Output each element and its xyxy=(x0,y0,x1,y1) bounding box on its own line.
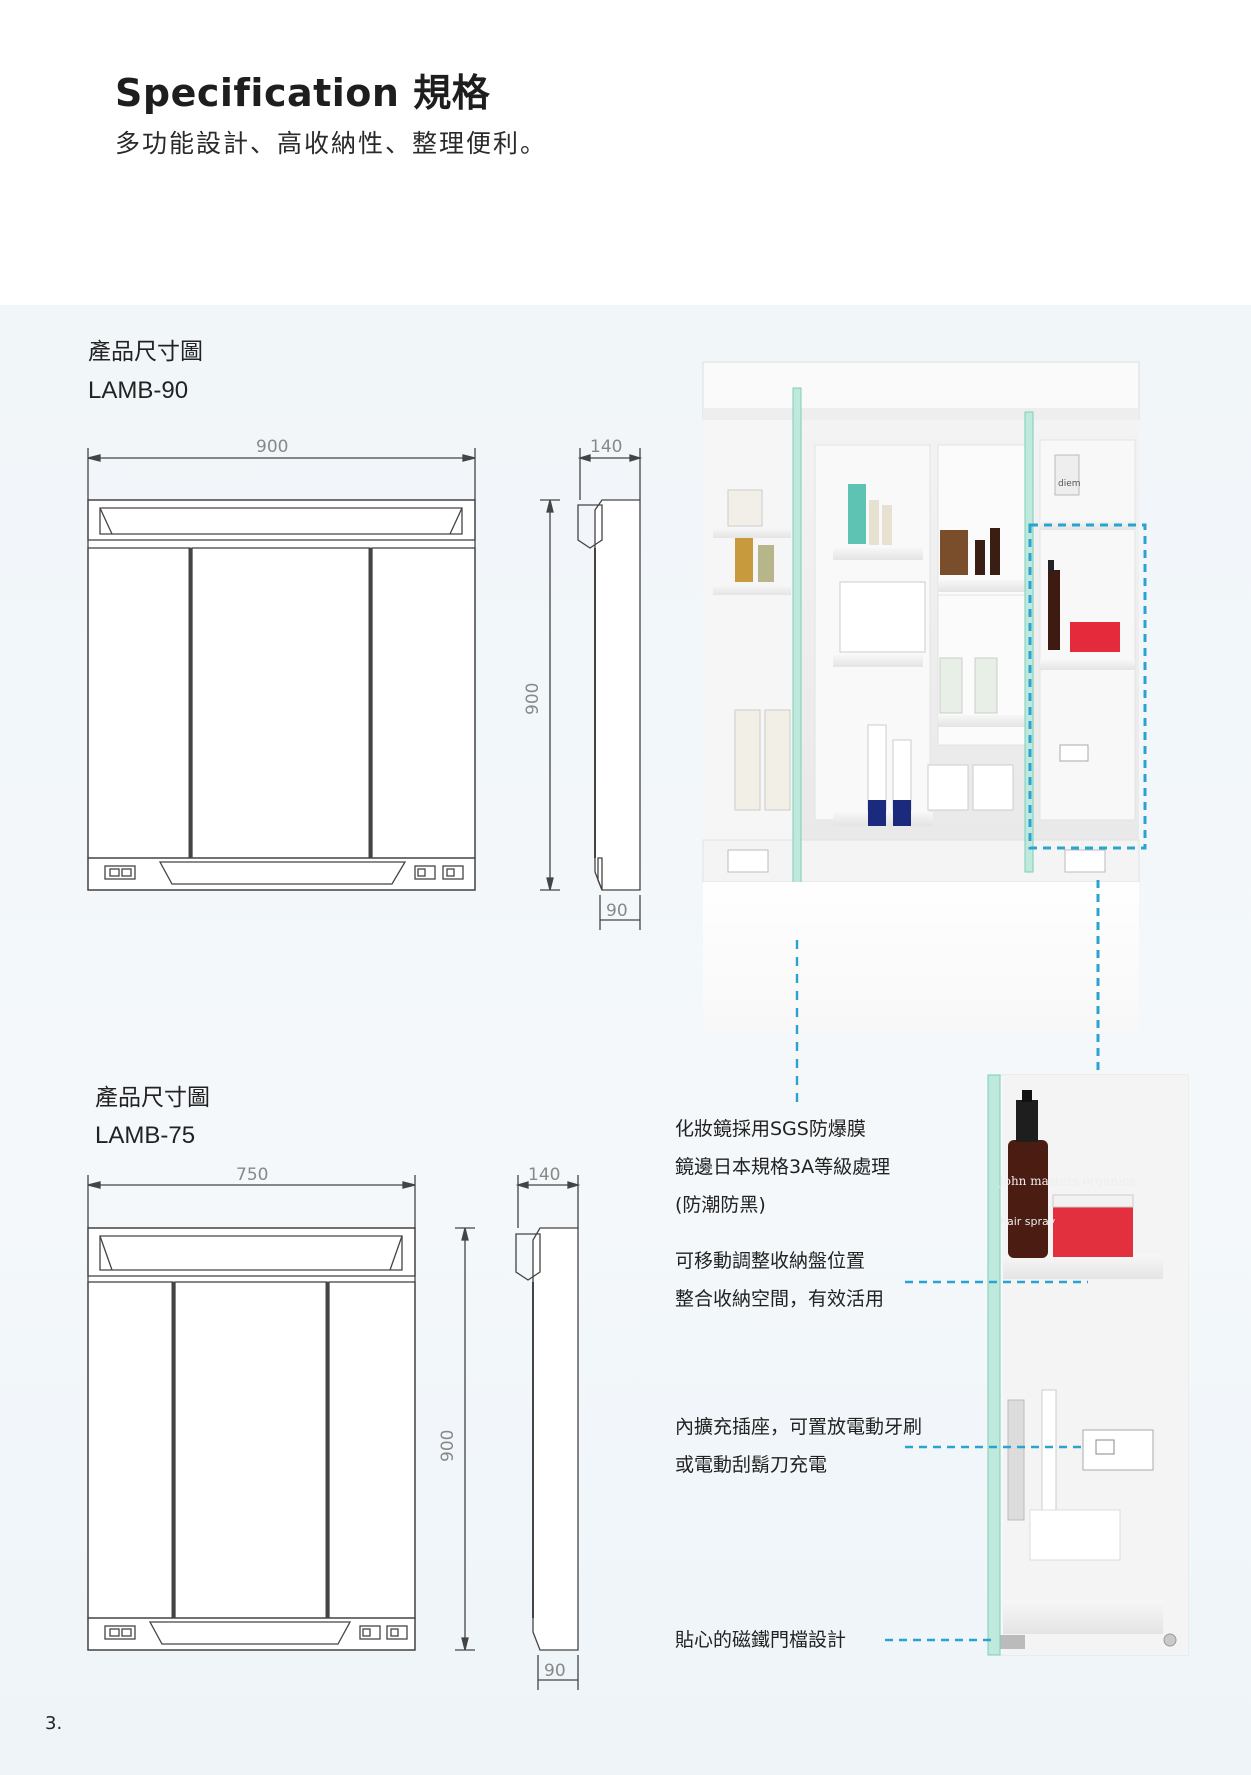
drawing-2-section-label: 產品尺寸圖 xyxy=(95,1085,210,1111)
feature-line: 整合收納空間，有效活用 xyxy=(675,1288,885,1310)
feature-line: 內擴充插座，可置放電動牙刷 xyxy=(675,1416,923,1438)
feature-line: 或電動刮鬍刀充電 xyxy=(675,1454,828,1476)
lamb90-width-label: 900 xyxy=(256,437,288,457)
feature-line: (防潮防黑) xyxy=(675,1194,766,1216)
callout-lines xyxy=(795,523,1147,1642)
feature-magnet: 貼心的磁鐵門檔設計 xyxy=(675,1621,846,1659)
lamb90-side-view xyxy=(540,448,643,930)
detail-photo xyxy=(987,1074,1189,1656)
lamb90-bottom-label: 90 xyxy=(606,901,628,921)
page-subtitle: 多功能設計、高收納性、整理便利。 xyxy=(115,129,548,158)
page-number: 3. xyxy=(45,1713,63,1734)
drawing-1-section-label: 產品尺寸圖 xyxy=(88,339,203,365)
lamb75-width-label: 750 xyxy=(236,1165,268,1185)
lamb75-front-view xyxy=(87,1175,416,1651)
lamb90-depth-label: 140 xyxy=(590,437,622,457)
feature-line: 可移動調整收納盤位置 xyxy=(675,1250,866,1272)
lamb75-bottom-label: 90 xyxy=(544,1661,566,1681)
feature-outlet: 內擴充插座，可置放電動牙刷 或電動刮鬍刀充電 xyxy=(675,1408,922,1484)
feature-line: 貼心的磁鐵門檔設計 xyxy=(675,1629,847,1651)
lamb75-side-view xyxy=(455,1175,581,1690)
lamb90-height-label: 900 xyxy=(523,683,543,715)
feature-shelf: 可移動調整收納盤位置 整合收納空間，有效活用 xyxy=(675,1242,884,1318)
bottle-brand-label: john masters organics xyxy=(998,1174,1135,1188)
feature-line: 化妝鏡採用SGS防爆膜 xyxy=(675,1118,866,1140)
cream-brand-label: diem xyxy=(1058,479,1081,489)
lamb75-depth-label: 140 xyxy=(528,1165,560,1185)
page-title: Specification 規格 xyxy=(115,71,491,115)
feature-glass: 化妝鏡採用SGS防爆膜 鏡邊日本規格3A等級處理 (防潮防黑) xyxy=(675,1110,890,1224)
bottle-product-label: hair spray xyxy=(1000,1215,1056,1228)
lamb75-height-label: 900 xyxy=(438,1430,458,1462)
cabinet-photo xyxy=(702,361,1140,1032)
drawing-2-model: LAMB-75 xyxy=(95,1122,196,1149)
feature-line: 鏡邊日本規格3A等級處理 xyxy=(675,1156,891,1178)
drawing-1-model: LAMB-90 xyxy=(88,377,189,404)
lamb90-front-view xyxy=(87,448,476,891)
